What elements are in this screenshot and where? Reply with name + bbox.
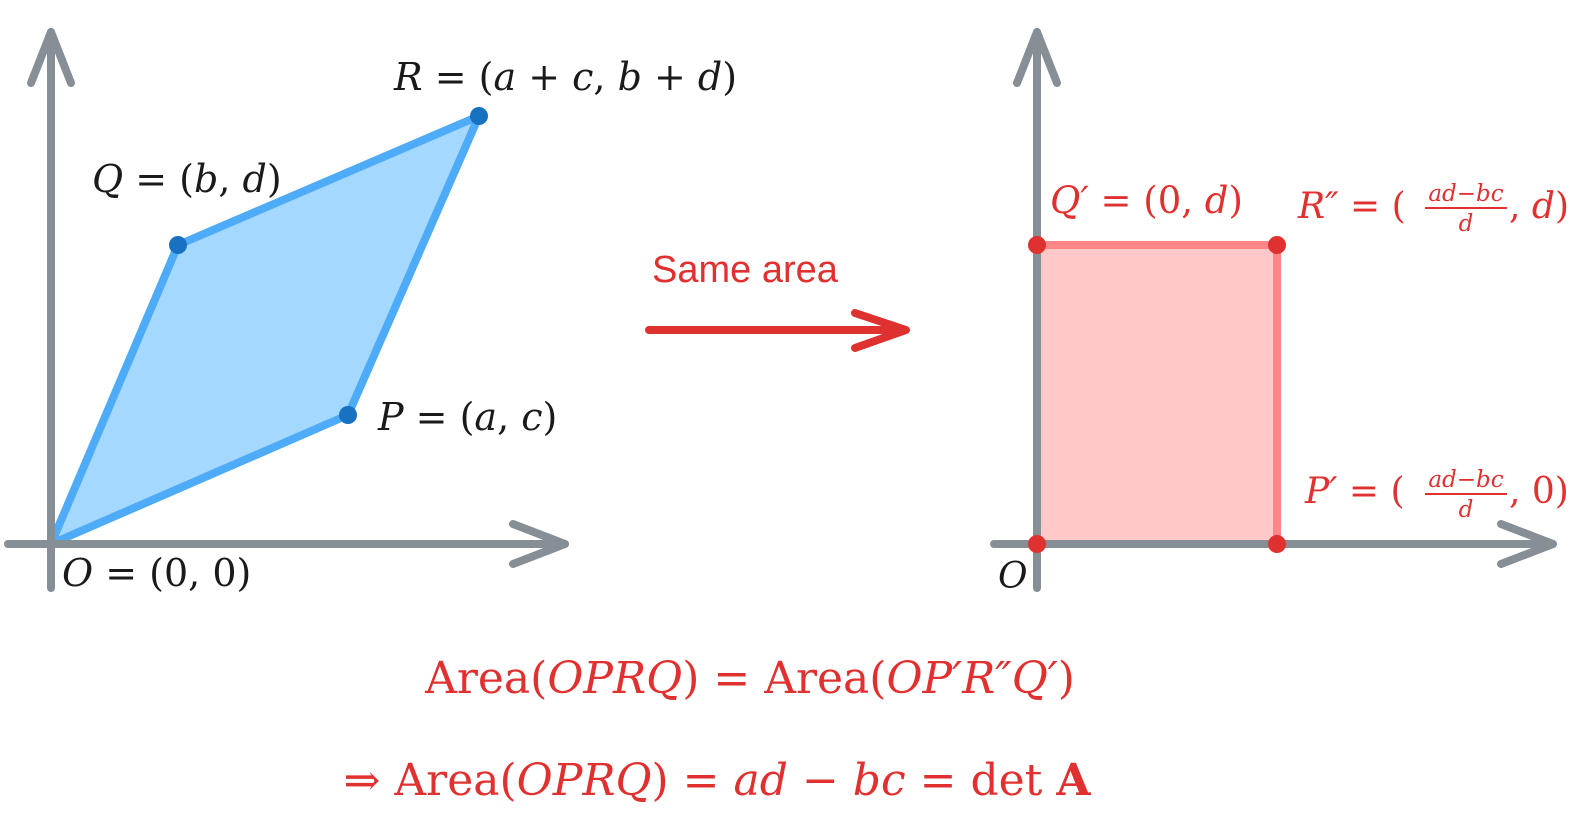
point-P <box>339 406 357 424</box>
right-figure: O Q′ = (0, d) R″ = ( ad−bc d , d) P′ = (… <box>990 28 1569 597</box>
svg-text:P′ = (: P′ = ( <box>1304 471 1405 512</box>
right-x-axis-arrowhead <box>1497 520 1557 568</box>
frac-denominator: d <box>1459 497 1474 523</box>
point-R <box>470 107 488 125</box>
transform-arrow: Same area <box>645 249 910 352</box>
point-Q-prime <box>1028 236 1046 254</box>
frac-numerator: ad−bc <box>1428 467 1503 493</box>
same-area-caption: Same area <box>652 249 839 291</box>
rectangle-OP'R''Q' <box>1033 241 1281 548</box>
left-x-axis-arrowhead <box>509 520 569 568</box>
label-P: P = (a, c) <box>377 395 557 439</box>
equation-line-1: Area(OPRQ) = Area(OP′R″Q′) <box>424 653 1075 704</box>
point-O-right <box>1028 535 1046 553</box>
right-y-axis-arrowhead <box>1013 28 1061 87</box>
frac-denominator: d <box>1459 211 1474 237</box>
label-Q: Q = (b, d) <box>92 157 282 201</box>
svg-text:, 0): , 0) <box>1509 471 1569 512</box>
label-Q-prime: Q′ = (0, d) <box>1050 179 1243 222</box>
svg-text:R″ = (: R″ = ( <box>1297 186 1406 227</box>
equation-line-2: ⇒ Area(OPRQ) = ad − bc = det A <box>344 755 1092 806</box>
point-P-prime <box>1268 535 1286 553</box>
label-R-double-prime: R″ = ( ad−bc d , d) <box>1297 181 1569 237</box>
point-R-double-prime <box>1268 236 1286 254</box>
label-O-right: O <box>998 556 1028 597</box>
equations: Area(OPRQ) = Area(OP′R″Q′) ⇒ Area(OPRQ) … <box>344 653 1092 806</box>
frac-numerator: ad−bc <box>1428 181 1503 207</box>
label-O: O = (0, 0) <box>62 551 251 595</box>
svg-text:, d): , d) <box>1509 186 1569 227</box>
label-R: R = (a + c, b + d) <box>393 55 737 99</box>
left-y-axis-arrowhead <box>27 28 75 87</box>
left-figure: R = (a + c, b + d) Q = (b, d) P = (a, c)… <box>4 28 737 595</box>
label-P-prime: P′ = ( ad−bc d , 0) <box>1304 467 1569 523</box>
point-Q <box>169 236 187 254</box>
arrow-head <box>851 309 910 352</box>
